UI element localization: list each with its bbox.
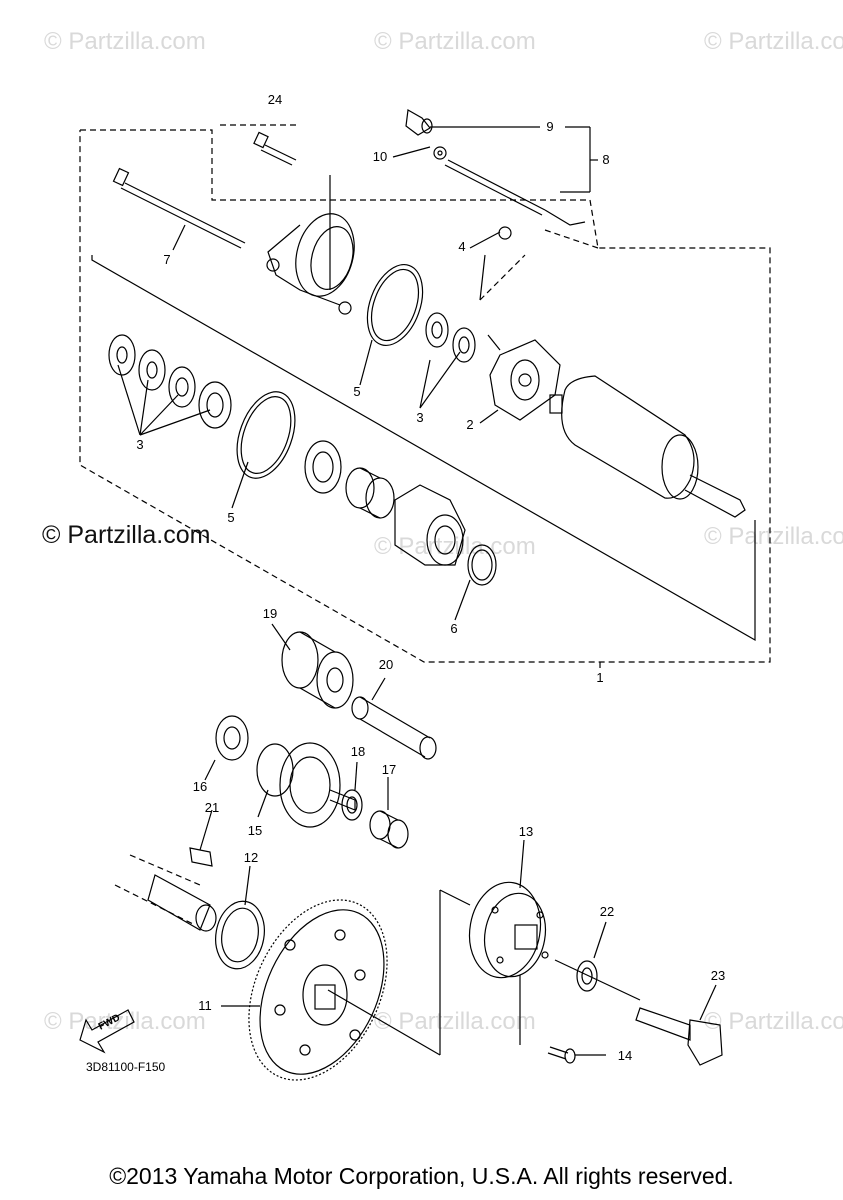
part-16-bearing bbox=[215, 715, 249, 761]
callout-17: 17 bbox=[381, 762, 397, 777]
callout-11: 11 bbox=[198, 998, 212, 1013]
callout-19: 19 bbox=[262, 606, 278, 621]
crankshaft-stub bbox=[147, 874, 217, 932]
part-9-10-8-terminal bbox=[405, 109, 586, 240]
part-20-shaft bbox=[351, 696, 437, 760]
part-2-brush-holder bbox=[487, 334, 561, 421]
leader-lines bbox=[91, 124, 756, 1056]
fwd-arrow-icon bbox=[79, 1009, 135, 1054]
part-starter-motor-body bbox=[549, 375, 746, 518]
part-15-clutch-gear bbox=[256, 742, 356, 828]
callout-5-lower: 5 bbox=[227, 510, 235, 525]
crankshaft-end bbox=[114, 854, 201, 926]
callout-18: 18 bbox=[350, 744, 366, 759]
part-3-washers-left bbox=[108, 334, 232, 429]
part-end-cover bbox=[266, 213, 355, 315]
part-23-bolt bbox=[635, 1007, 723, 1066]
watermark-main: © Partzilla.com bbox=[42, 521, 211, 549]
part-17-needle-bearing bbox=[369, 810, 409, 849]
part-front-cover bbox=[394, 484, 466, 566]
callout-20: 20 bbox=[378, 657, 394, 672]
callout-8: 8 bbox=[602, 152, 610, 167]
callout-9: 9 bbox=[546, 119, 554, 134]
part-12-washer bbox=[215, 900, 265, 970]
callout-16: 16 bbox=[192, 779, 208, 794]
part-5-oring-upper bbox=[366, 264, 424, 346]
callout-7: 7 bbox=[163, 252, 171, 267]
callout-14: 14 bbox=[617, 1048, 633, 1063]
callout-12: 12 bbox=[243, 850, 259, 865]
part-24-bolt bbox=[253, 131, 297, 166]
watermark-top-left: © Partzilla.com bbox=[44, 28, 206, 55]
watermark-bottom-right: © Partzilla.com bbox=[704, 1008, 843, 1035]
part-7-long-bolt bbox=[112, 167, 246, 249]
part-5-oring-lower bbox=[236, 391, 296, 479]
assembly-outline bbox=[79, 129, 771, 663]
part-22-washer bbox=[576, 960, 598, 992]
watermark-top-center: © Partzilla.com bbox=[374, 28, 536, 55]
callout-5-upper: 5 bbox=[353, 384, 361, 399]
watermark-bottom-center: © Partzilla.com bbox=[374, 1008, 536, 1035]
callout-6: 6 bbox=[450, 621, 458, 636]
callout-15: 15 bbox=[247, 823, 263, 838]
callout-1: 1 bbox=[596, 670, 604, 685]
part-21-key bbox=[189, 847, 213, 867]
part-needle-bushing bbox=[345, 467, 395, 519]
callout-3-left: 3 bbox=[136, 437, 144, 452]
part-3-washers-right bbox=[425, 312, 476, 363]
diagram-code: 3D81100-F150 bbox=[86, 1060, 166, 1074]
part-19-gear bbox=[281, 631, 354, 709]
watermark-mid-right: © Partzilla.com bbox=[704, 523, 843, 550]
part-front-bearing bbox=[304, 440, 342, 494]
watermark-bottom-left: © Partzilla.com bbox=[44, 1008, 206, 1035]
part-18-washer bbox=[341, 789, 363, 821]
callout-10: 10 bbox=[372, 149, 388, 164]
part-6-washer bbox=[467, 544, 497, 586]
callout-3-right: 3 bbox=[416, 410, 424, 425]
callout-13: 13 bbox=[518, 824, 534, 839]
callout-2: 2 bbox=[466, 417, 474, 432]
copyright-notice: ©2013 Yamaha Motor Corporation, U.S.A. A… bbox=[109, 1163, 734, 1189]
callout-23: 23 bbox=[710, 968, 726, 983]
part-14-screw bbox=[547, 1046, 576, 1064]
callout-22: 22 bbox=[599, 904, 615, 919]
callout-21: 21 bbox=[204, 800, 220, 815]
callout-24: 24 bbox=[267, 92, 283, 107]
part-11-starter-gear bbox=[248, 899, 388, 1081]
watermark-top-right: © Partzilla.com bbox=[704, 28, 843, 55]
part-13-oneway-clutch bbox=[468, 881, 549, 979]
callout-4: 4 bbox=[458, 239, 466, 254]
